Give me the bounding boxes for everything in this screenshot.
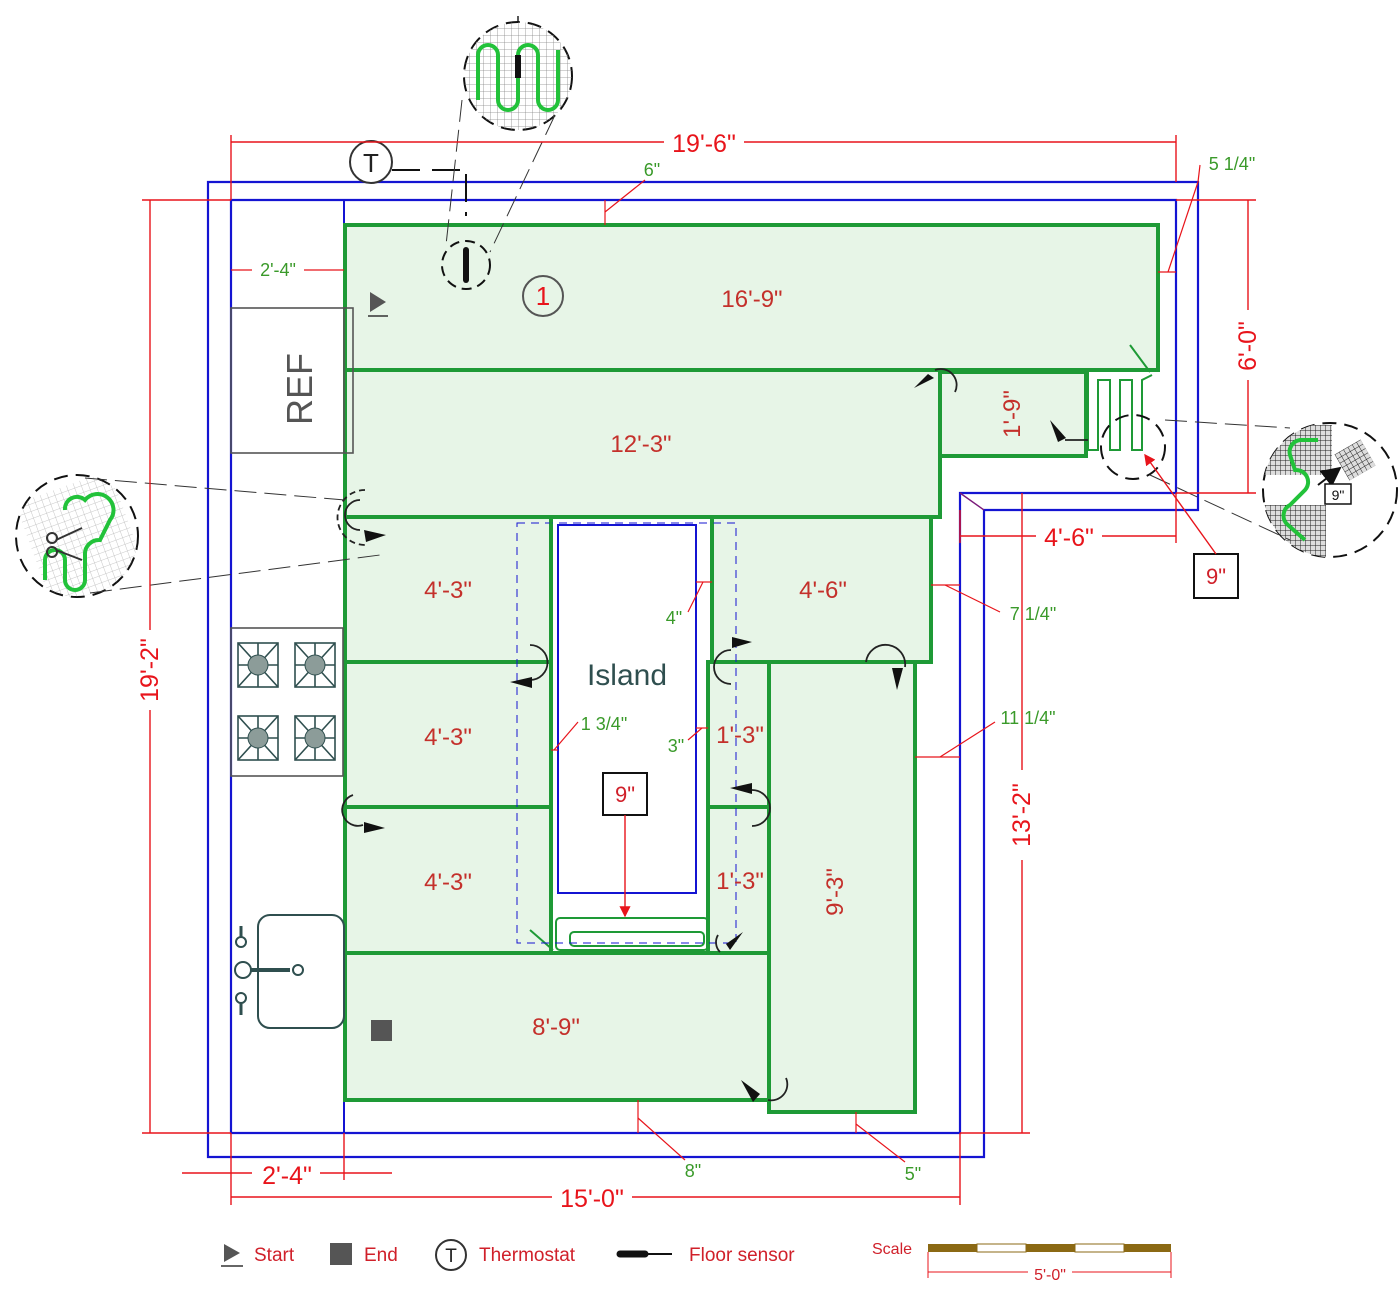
panel-1 [343,223,1160,372]
start-marker-icon [368,292,388,317]
panel-11 [343,951,771,1102]
detail-spacing: 9" [1332,487,1345,503]
legend-end-icon [330,1243,352,1265]
refrigerator: REF [230,307,354,454]
clearance-top: 6" [644,160,660,180]
panel-label: 1'-3" [716,722,764,749]
clearance-island-left: 1 3/4" [581,714,627,734]
corner-spacing-callout: 9" [1206,564,1226,589]
end-marker-icon [371,1020,392,1041]
clearance-island-right-lower: 3" [668,736,684,756]
detail-sensor [445,16,573,253]
sink [234,914,345,1029]
island: Island [516,517,737,953]
svg-text:T: T [363,148,379,178]
detail-corner: 9" [1100,414,1398,558]
panel-2 [343,368,942,519]
clearance-bottom-right: 5" [905,1164,921,1184]
island-label: Island [587,659,667,692]
turn-arrows [336,368,1088,1102]
legend: Start End T Thermostat Floor sensor [221,1239,795,1271]
legend-thermostat-icon [435,1239,467,1271]
panel-label: 1'-3" [716,868,764,895]
panel-label: 12'-3" [610,431,671,458]
dimension-bottom-left: 2'-4" [262,1162,312,1190]
panel-label: 16'-9" [721,286,782,313]
panel-label: 4'-6" [799,577,847,604]
spacing-callouts: 9" 9" [602,453,1239,918]
floor-sensor-icon [441,240,491,290]
island-spacing-callout: 9" [615,782,635,807]
dimension-left-height: 19'-2" [136,638,164,702]
scale-length: 5'-0" [1034,1267,1066,1284]
ref-label: REF [279,353,320,425]
legend-start: Start [254,1245,295,1266]
dimension-lines: 19'-6" 19'-2" 6'-0" 13'-2" 4'-6" 15'-0" [134,128,1264,1213]
clearance-island-right: 4" [666,608,682,628]
panel-10 [767,660,917,1114]
clearance-left: 2'-4" [260,260,296,280]
scale-bar: Scale 5'-0" [872,1241,1172,1284]
panel-label: 1'-9" [999,390,1026,438]
panel-label: 4'-3" [424,577,472,604]
clearance-corner: 5 1/4" [1209,154,1255,174]
dimension-right-upper: 6'-0" [1234,321,1262,371]
stove [230,627,344,777]
thermostat-icon: T [349,140,467,216]
scale-label: Scale [872,1241,912,1258]
svg-text:T: T [445,1246,457,1267]
clearance-bottom: 8" [685,1161,701,1181]
panel-label: 9'-3" [822,868,849,916]
heating-panels [343,223,1160,1114]
dimension-top-width: 19'-6" [672,130,736,158]
detail-cut [15,474,381,598]
clearance-right-1: 7 1/4" [1010,604,1056,624]
dimension-bottom-width: 15'-0" [560,1185,624,1213]
clearance-right-2: 11 1/4" [1000,708,1055,728]
panel-3 [938,370,1088,458]
legend-end: End [364,1245,398,1266]
legend-start-icon [224,1244,240,1262]
panel-label: 4'-3" [424,869,472,896]
panel-number-circle [522,275,564,317]
panel-label: 4'-3" [424,724,472,751]
panel-number: 1 [536,281,550,311]
legend-thermostat: Thermostat [479,1245,576,1266]
dimension-notch: 4'-6" [1044,524,1094,552]
panel-label: 8'-9" [532,1014,580,1041]
legend-floor-sensor: Floor sensor [689,1245,795,1266]
clearance-dimensions: 6" 5 1/4" 2'-4" 4" 7 1/4" 1 3/4" 3" 11 1… [231,154,1255,1184]
dimension-right-lower: 13'-2" [1008,783,1036,847]
